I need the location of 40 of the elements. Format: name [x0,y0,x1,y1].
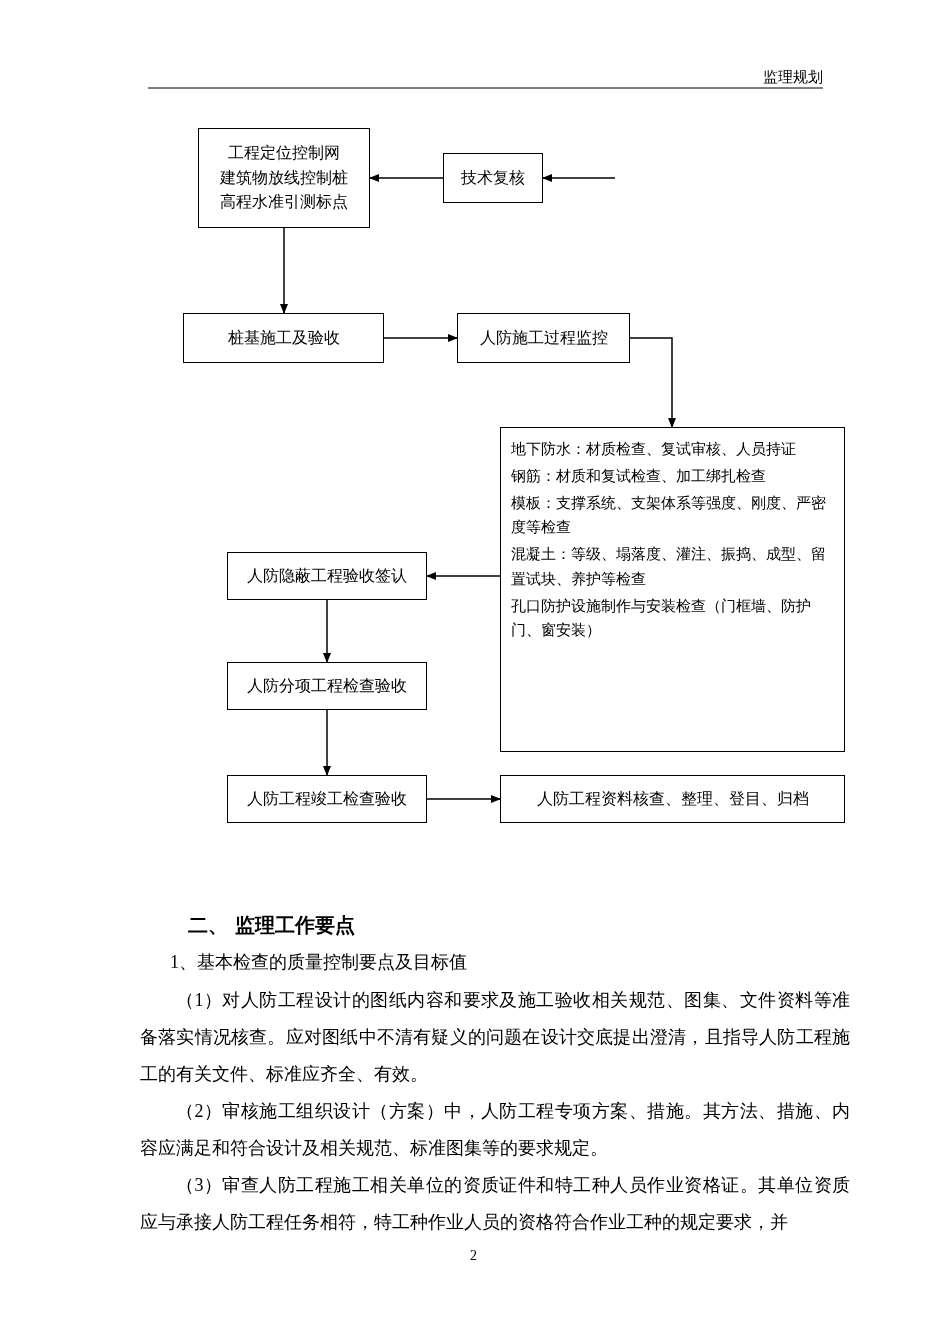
process-box [500,427,845,752]
process-box [227,552,427,600]
box-text: 人防分项工程检查验收 [247,675,407,696]
arrow [369,174,444,182]
arrow [323,599,331,663]
process-box [227,775,427,823]
arrow [542,174,616,182]
box-text: 高程水准引测标点 [220,192,348,213]
header-text: 监理规划 [763,68,823,87]
box-text: 钢筋：材质和复试检查、加工绑扎检查 [511,466,767,486]
box-text: 模板：支撑系统、支架体系等强度、刚度、严密度等检查 [511,493,827,538]
section-heading: 二、 监理工作要点 [188,912,355,939]
box-text: 人防施工过程监控 [479,327,608,348]
paragraph: （3）审查人防工程施工相关单位的资质证件和特工种人员作业资格证。其单位资质应与承接人防工程任务相符，特工种作业人员的资格符合作业工种的规定要求，并 [140,1174,850,1234]
arrow [323,709,331,776]
process-box [500,775,845,823]
process-box [198,128,370,228]
arrow [426,795,501,803]
paragraph: （2）审核施工组织设计（方案）中，人防工程专项方案、措施。其方法、措施、内容应满足和符合设计及相关规范、标准图集等的要求规定。 [140,1100,850,1160]
process-box [183,313,384,363]
arrow [629,337,676,428]
process-box [227,662,427,710]
arrow [280,227,288,314]
subheading: 1、基本检查的质量控制要点及目标值 [170,951,467,974]
arrow [383,334,458,342]
box-text: 技术复核 [461,167,525,188]
box-text: 人防工程竣工检查验收 [247,788,407,809]
box-text: 桩基施工及验收 [227,327,340,348]
paragraph: （1）对人防工程设计的图纸内容和要求及施工验收相关规范、图集、文件资料等准备落实情况核查。应对图纸中不清有疑义的问题在设计交底提出澄清，且指导人防工程施工的有关文件、标准应齐全、有效。 [140,989,850,1086]
process-box [443,153,543,203]
box-text: 工程定位控制网 [228,142,340,163]
box-text: 人防隐蔽工程验收签认 [247,565,407,586]
box-text: 地下防水：材质检查、复试审核、人员持证 [511,440,797,459]
page-number: 2 [470,1248,477,1264]
arrow [426,572,501,580]
box-text: 混凝土：等级、塌落度、灌注、振捣、成型、留置试块、养护等检查 [511,545,827,589]
box-text: 孔口防护设施制作与安装检查（门框墙、防护门、窗安装） [511,596,812,641]
box-text: 人防工程资料核查、整理、登目、归档 [536,788,809,809]
process-box [457,313,630,363]
box-text: 建筑物放线控制桩 [220,167,348,188]
